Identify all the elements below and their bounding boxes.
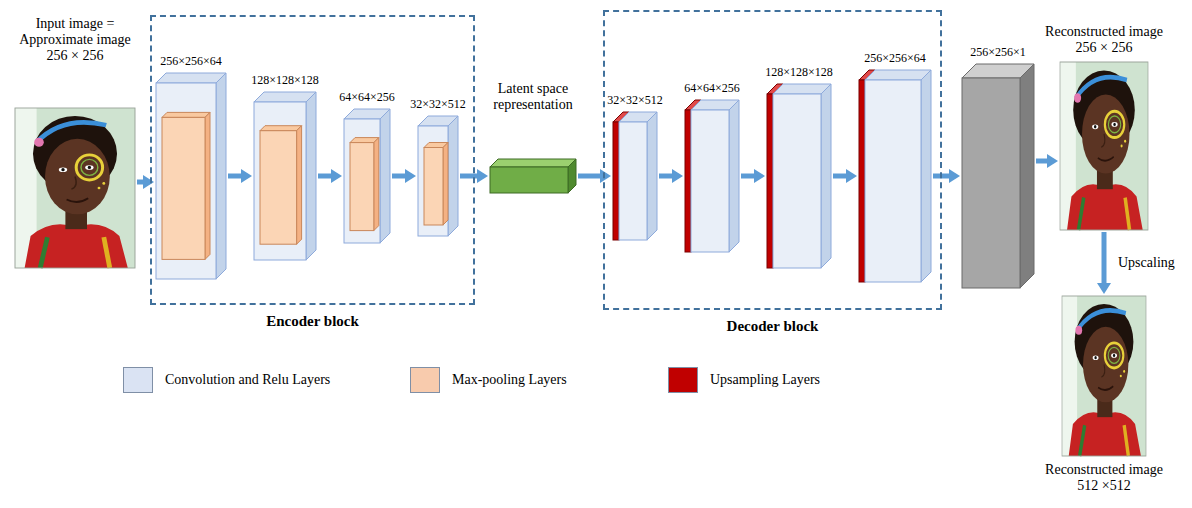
flow-arrow (392, 174, 405, 179)
label-anchor: 128×128×128 (765, 66, 833, 80)
decoder-block: Decoder block32×32×51264×64×256128×128×1… (603, 10, 942, 310)
layer-shape (859, 70, 931, 282)
dimension-label: 32×32×512 (410, 98, 466, 112)
upsampling-layer: 128×128×128 (767, 84, 831, 268)
layer-shape (156, 73, 226, 279)
legend-label: Upsampling Layers (710, 372, 820, 388)
label-anchor: 128×128×128 (251, 74, 319, 88)
label-anchor: Reconstructed image 512 ×512 (1039, 462, 1169, 494)
conv-pool-layer: 128×128×128 (254, 92, 316, 260)
dimension-label: 256×256×64 (864, 52, 926, 66)
legend-swatch (123, 367, 153, 393)
input-image: Input image = Approximate image 256 × 25… (15, 108, 135, 268)
layer-shape (962, 64, 1034, 288)
dimension-label: 128×128×128 (765, 66, 833, 80)
legend-swatch (410, 367, 440, 393)
flow-arrow (318, 174, 331, 179)
flow-arrow (659, 174, 672, 179)
legend-item: Upsampling Layers (668, 367, 820, 393)
dimension-label: 128×128×128 (251, 74, 319, 88)
reconstructed-image: Reconstructed image 512 ×512 (1062, 296, 1146, 456)
dimension-label: 256×256×1 (970, 46, 1026, 60)
photo-illustration (15, 108, 135, 268)
flow-arrow (137, 180, 143, 185)
label-anchor: Input image = Approximate image 256 × 25… (13, 16, 137, 64)
flow-arrow (1102, 232, 1107, 283)
layer-shape (767, 84, 831, 268)
label-anchor: 32×32×512 (410, 98, 466, 112)
layer-shape (344, 109, 390, 243)
label-anchor: 256×256×64 (864, 52, 926, 66)
image-caption: Input image = Approximate image 256 × 25… (13, 16, 137, 64)
layer-shape (254, 92, 316, 260)
label-anchor: 256×256×1 (970, 46, 1026, 60)
label-anchor: Upscaling (1116, 255, 1177, 271)
label-anchor: 64×64×256 (339, 91, 395, 105)
label-anchor: Latent space representation (483, 81, 583, 113)
photo-illustration (1062, 296, 1146, 456)
flow-arrow (228, 174, 241, 179)
encoder-block: Encoder block256×256×64128×128×12864×64×… (150, 15, 475, 305)
legend-label: Convolution and Relu Layers (165, 372, 330, 388)
output-layer: 256×256×1 (962, 64, 1034, 288)
legend-item: Convolution and Relu Layers (123, 367, 330, 393)
layer-shape (613, 112, 657, 240)
label-anchor: Reconstructed image 256 × 256 (1039, 24, 1169, 56)
label-anchor: 256×256×64 (160, 55, 222, 69)
upsampling-layer: 32×32×512 (613, 112, 657, 240)
conv-pool-layer: 64×64×256 (344, 109, 390, 243)
legend-item: Max-pooling Layers (410, 367, 567, 393)
layer-shape (490, 159, 576, 193)
label-anchor: Encoder block (266, 313, 359, 330)
label-anchor: 64×64×256 (684, 82, 740, 96)
dimension-label: 256×256×64 (160, 55, 222, 69)
upsampling-layer: 64×64×256 (685, 100, 739, 252)
flow-arrow (1036, 159, 1047, 164)
block-title: Decoder block (727, 318, 819, 335)
legend-swatch (668, 367, 698, 393)
latent-space: Latent space representation (490, 159, 576, 193)
dimension-label: 64×64×256 (684, 82, 740, 96)
flow-arrow (578, 174, 600, 179)
block-title: Encoder block (266, 313, 359, 330)
dimension-label: 64×64×256 (339, 91, 395, 105)
image-caption: Reconstructed image 256 × 256 (1039, 24, 1169, 56)
reconstructed-image: Reconstructed image 256 × 256 (1060, 62, 1148, 230)
flow-arrow (741, 174, 754, 179)
photo-illustration (1060, 62, 1148, 230)
conv-pool-layer: 32×32×512 (418, 116, 458, 236)
upsampling-layer: 256×256×64 (859, 70, 931, 282)
flow-arrow (833, 174, 846, 179)
legend-label: Max-pooling Layers (452, 372, 567, 388)
label-anchor: 32×32×512 (607, 94, 663, 108)
layer-shape (418, 116, 458, 236)
image-caption: Reconstructed image 512 ×512 (1039, 462, 1169, 494)
conv-pool-layer: 256×256×64 (156, 73, 226, 279)
latent-label: Latent space representation (483, 81, 583, 113)
layer-shape (685, 100, 739, 252)
dimension-label: 32×32×512 (607, 94, 663, 108)
edge-label: Upscaling (1116, 255, 1177, 271)
label-anchor: Decoder block (727, 318, 819, 335)
